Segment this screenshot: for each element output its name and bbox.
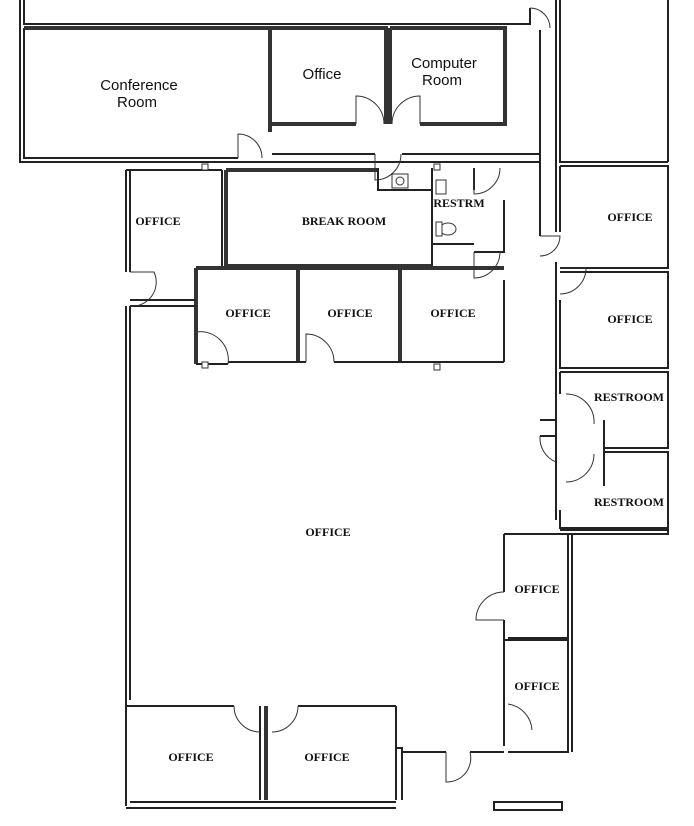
right-wing bbox=[540, 165, 669, 535]
office-row-3-label: OFFICE bbox=[430, 306, 475, 320]
office-left-label: OFFICE bbox=[135, 214, 180, 228]
room-labels: Conference Room Office Computer Room OFF… bbox=[100, 55, 664, 764]
restrm-label: RESTRM bbox=[433, 196, 484, 210]
conference-room-label-line2: Room bbox=[117, 94, 157, 111]
office-row-1-label: OFFICE bbox=[225, 306, 270, 320]
doors-middle bbox=[129, 167, 561, 365]
middle-wing bbox=[125, 168, 505, 806]
doors-lower bbox=[233, 591, 533, 783]
office-bottom-2-label: OFFICE bbox=[304, 750, 349, 764]
restroom-2-label: RESTROOM bbox=[594, 495, 664, 509]
office-side-1-label: OFFICE bbox=[514, 582, 559, 596]
office-right-1-label: OFFICE bbox=[607, 210, 652, 224]
office-bottom-1-label: OFFICE bbox=[168, 750, 213, 764]
restroom-1-label: RESTROOM bbox=[594, 390, 664, 404]
office-main-label: OFFICE bbox=[305, 525, 350, 539]
lower-wing bbox=[126, 533, 573, 811]
break-room-label: BREAK ROOM bbox=[302, 214, 386, 228]
office-row-2-label: OFFICE bbox=[327, 306, 372, 320]
conference-room-label-line1: Conference bbox=[100, 77, 178, 94]
doors-right bbox=[539, 267, 595, 483]
computer-room-label-line1: Computer bbox=[411, 55, 477, 72]
office-side-2-label: OFFICE bbox=[514, 679, 559, 693]
fixtures bbox=[201, 163, 457, 371]
computer-room-label-line2: Room bbox=[422, 72, 462, 89]
top-wing bbox=[19, 0, 669, 236]
office-top-label: Office bbox=[303, 66, 342, 83]
office-right-2-label: OFFICE bbox=[607, 312, 652, 326]
